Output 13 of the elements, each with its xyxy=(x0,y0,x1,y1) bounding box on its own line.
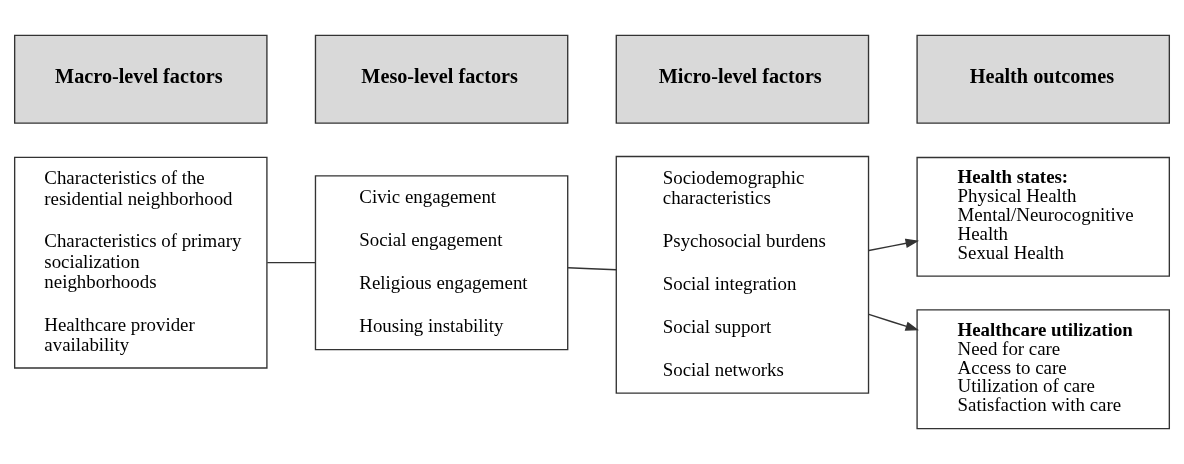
node-box: Macro-level factors xyxy=(14,34,268,124)
node-box: Characteristics of the residential neighborhood Characteristics of primary socialization neighborhoods Healthcare provider availability xyxy=(14,156,268,369)
node-box: Micro-level factors xyxy=(615,34,870,124)
node-box: Health outcomes xyxy=(916,34,1170,124)
node-box: Sociodemographic characteristics Psychosocial burdens Social integration Social support Social networks xyxy=(615,155,870,394)
node-box: Civic engagement Social engagement Religious engagement Housing instability xyxy=(314,175,569,351)
arrow xyxy=(868,313,919,331)
connector xyxy=(266,262,317,264)
node-box: Health states: Physical Health Mental/Neurocognitive Health Sexual Health xyxy=(916,156,1170,277)
node-box: Healthcare utilization Need for care Access to care Utilization of care Satisfaction with care xyxy=(916,309,1170,430)
node-box: Meso-level factors xyxy=(314,34,569,124)
arrow xyxy=(868,238,920,252)
connector xyxy=(567,267,617,271)
